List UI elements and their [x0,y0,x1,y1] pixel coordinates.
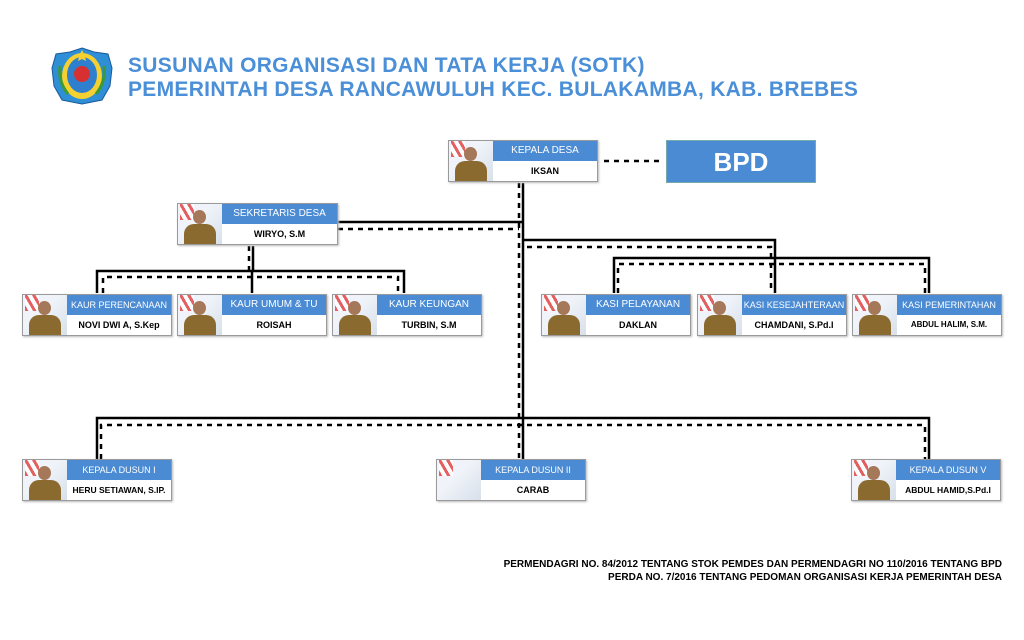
photo-sekretaris-desa [178,204,222,244]
card-kaur-keuangan: KAUR KEUNGAN TURBIN, S.M [332,294,482,336]
photo-kasi-pelayanan [542,295,586,335]
person-name: ROISAH [256,320,292,330]
person-name: HERU SETIAWAN, S.IP. [72,485,166,495]
role-label: KAUR KEUNGAN [377,295,481,315]
role-label: KEPALA DUSUN II [481,460,585,480]
card-kepala-dusun-1: KEPALA DUSUN I HERU SETIAWAN, S.IP. [22,459,172,501]
photo-kaur-keuangan [333,295,377,335]
photo-kaur-umum [178,295,222,335]
person-name: IKSAN [530,166,559,176]
role-label: KAUR PERENCANAAN [67,295,171,315]
role-label: SEKRETARIS DESA [222,204,337,224]
card-kasi-pelayanan: KASI PELAYANAN DAKLAN [541,294,691,336]
card-kepala-dusun-5: KEPALA DUSUN V ABDUL HAMID,S.Pd.I [851,459,1001,501]
card-kepala-dusun-2: KEPALA DUSUN II CARAB [436,459,586,501]
photo-kepala-dusun-2 [437,460,481,500]
role-label: KAUR UMUM & TU [222,295,326,315]
card-kaur-umum: KAUR UMUM & TU ROISAH [177,294,327,336]
title-line-2: PEMERINTAH DESA RANCAWULUH KEC. BULAKAMB… [128,78,859,101]
card-kasi-kesejahteraan: KASI KESEJAHTERAAN CHAMDANI, S.Pd.I [697,294,847,336]
card-kepala-desa: KEPALA DESA IKSAN [448,140,598,182]
role-label: KASI PELAYANAN [586,295,690,315]
role-label: KASI KESEJAHTERAAN [742,295,846,315]
solid-connectors [95,183,931,459]
village-emblem-logo [51,47,113,105]
photo-kepala-dusun-1 [23,460,67,500]
title-line-1: SUSUNAN ORGANISASI DAN TATA KERJA (SOTK) [128,54,645,77]
photo-kaur-perencanaan [23,295,67,335]
person-name: CARAB [516,485,550,495]
person-name: ABDUL HALIM, S.M. [910,320,988,329]
card-kasi-pemerintahan: KASI PEMERINTAHAN ABDUL HALIM, S.M. [852,294,1002,336]
photo-kasi-pemerintahan [853,295,897,335]
card-kaur-perencanaan: KAUR PERENCANAAN NOVI DWI A, S.Kep [22,294,172,336]
footer-regulation-1: PERMENDAGRI NO. 84/2012 TENTANG STOK PEM… [503,559,1002,570]
role-label: KEPALA DUSUN V [896,460,1000,480]
photo-kepala-dusun-5 [852,460,896,500]
role-label: KEPALA DUSUN I [67,460,171,480]
person-name: WIRYO, S.M [253,229,306,239]
person-name: CHAMDANI, S.Pd.I [754,320,834,330]
card-sekretaris-desa: SEKRETARIS DESA WIRYO, S.M [177,203,338,245]
person-name: DAKLAN [619,320,657,330]
person-name: ABDUL HAMID,S.Pd.I [905,485,991,495]
role-label: KASI PEMERINTAHAN [897,295,1001,315]
footer-regulation-2: PERDA NO. 7/2016 TENTANG PEDOMAN ORGANIS… [608,572,1002,583]
photo-kasi-kesejahteraan [698,295,742,335]
person-name: NOVI DWI A, S.Kep [78,320,160,330]
dotted-connectors [99,159,927,459]
photo-kepala-desa [449,141,493,181]
bpd-box: BPD [666,140,816,183]
role-label: KEPALA DESA [493,141,597,161]
person-name: TURBIN, S.M [401,320,457,330]
